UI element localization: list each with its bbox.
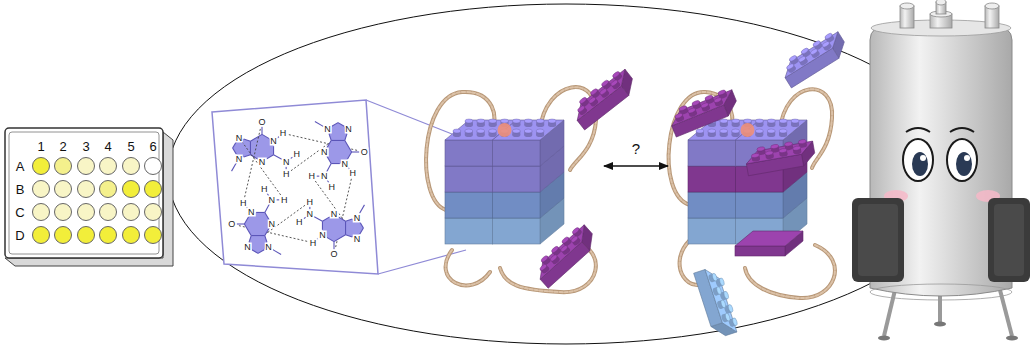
row-letter: A [16, 160, 25, 173]
atom-label: H [308, 172, 317, 181]
atom-label: H [280, 195, 289, 204]
atom-label: N [269, 137, 278, 146]
well [78, 158, 95, 175]
exchange-arrow [604, 165, 668, 166]
row-letter: D [15, 229, 24, 242]
well [100, 227, 117, 244]
atom-label: N [235, 133, 244, 142]
zoom-ellipse [168, 4, 964, 344]
blue-brick [694, 265, 740, 339]
well [55, 181, 72, 198]
quadruplex-lego-2 [688, 119, 807, 244]
atom-label: O [360, 148, 369, 157]
well [55, 227, 72, 244]
atom-label: N [320, 148, 329, 157]
nmr-magnet [852, 0, 1030, 341]
well [100, 181, 117, 198]
well [123, 158, 140, 175]
well [55, 204, 72, 221]
column-number: 1 [37, 140, 44, 153]
atom-label: O [257, 117, 266, 126]
well [33, 227, 50, 244]
purple-brick [666, 87, 740, 137]
atom-label: N [320, 172, 329, 181]
well-plate [5, 128, 173, 266]
atom-label: N [318, 230, 327, 239]
well [145, 204, 162, 221]
well [145, 158, 162, 175]
atom-label: N [330, 210, 339, 219]
quadruplex-lego-1 [445, 119, 564, 244]
well [33, 158, 50, 175]
well [78, 204, 95, 221]
purple-brick [744, 138, 817, 176]
well [33, 181, 50, 198]
atom-label: N [282, 157, 291, 166]
atom-label: O [329, 250, 338, 259]
atom-label: N [353, 234, 362, 243]
atom-label: N [258, 157, 267, 166]
atom-label: H [279, 129, 288, 138]
lavender-brick [778, 29, 851, 88]
atom-label: N [341, 159, 350, 168]
column-number: 3 [82, 140, 89, 153]
well [78, 181, 95, 198]
atom-label: N [267, 195, 276, 204]
question-mark: ? [630, 141, 642, 156]
atom-label: N [264, 243, 273, 252]
atom-label: H [282, 170, 291, 179]
atom-label: N [353, 213, 362, 222]
column-number: 6 [149, 140, 156, 153]
well [145, 181, 162, 198]
column-number: 5 [127, 140, 134, 153]
atom-label: N [306, 210, 315, 219]
well [100, 158, 117, 175]
purple-brick [531, 222, 600, 288]
atom-label: H [260, 185, 269, 194]
well [123, 204, 140, 221]
well [55, 158, 72, 175]
well [145, 227, 162, 244]
atom-label: H [309, 238, 318, 247]
atom-label: H [348, 169, 357, 178]
well [100, 204, 117, 221]
well [123, 227, 140, 244]
column-number: 4 [104, 140, 111, 153]
purple-brick-base [735, 231, 803, 256]
atom-label: H [327, 182, 336, 191]
atom-label: N [323, 124, 332, 133]
atom-label: H [295, 217, 304, 226]
well [123, 181, 140, 198]
atom-label: N [344, 124, 353, 133]
atom-label: N [235, 154, 244, 163]
well [33, 204, 50, 221]
atom-label: O [227, 220, 236, 229]
atom-label: H [239, 199, 248, 208]
atom-label: N [267, 220, 276, 229]
column-number: 2 [59, 140, 66, 153]
atom-label: H [306, 197, 315, 206]
atom-label: H [292, 150, 301, 159]
well [78, 227, 95, 244]
atom-label: N [247, 208, 256, 217]
atom-label: N [243, 243, 252, 252]
purple-brick [568, 67, 639, 130]
row-letter: B [16, 183, 25, 196]
row-letter: C [15, 206, 24, 219]
